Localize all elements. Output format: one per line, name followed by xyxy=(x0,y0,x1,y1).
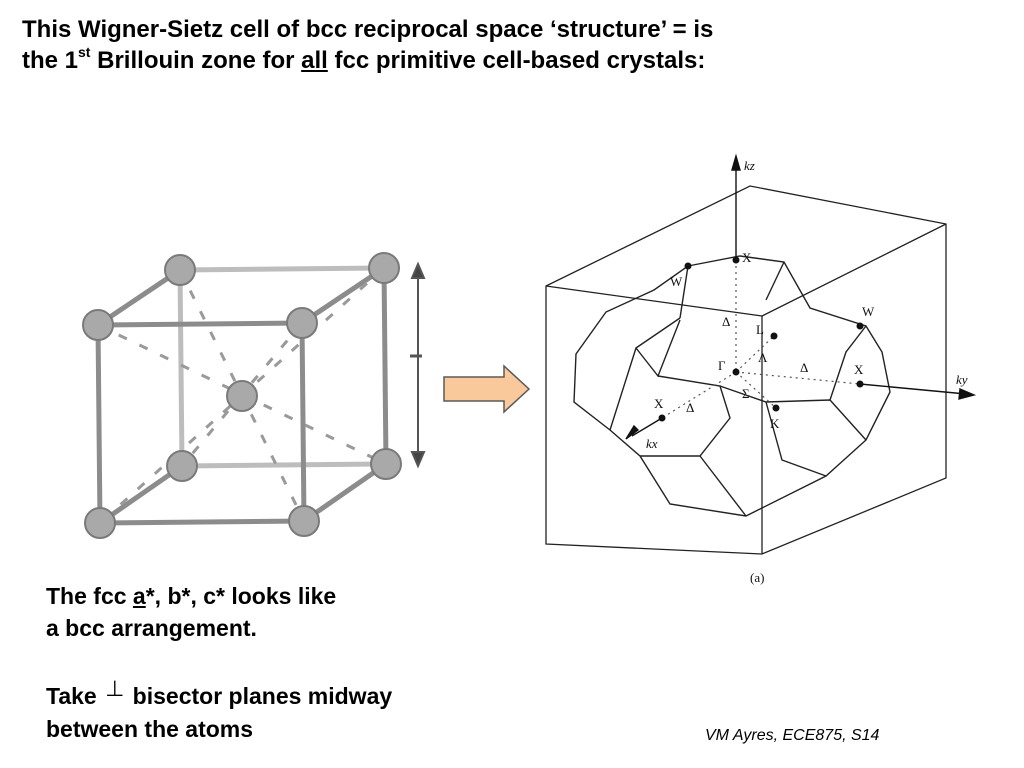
atom-front-top-right xyxy=(286,307,318,339)
caption2-line2: between the atoms xyxy=(46,716,254,742)
caption2-prefix: Take xyxy=(46,683,104,709)
caption-bisector: Take ⊥ bisector planes midway between th… xyxy=(46,676,393,745)
brillouin-zone-figure: kz ky kx X W W X X L Γ K Δ Δ Δ Λ Σ (a) xyxy=(545,153,977,585)
point-label-delta-2: Δ xyxy=(800,360,808,375)
atom-back-top-left xyxy=(164,254,196,286)
title-underlined-word: all xyxy=(301,47,328,74)
cube-back-edges xyxy=(177,265,387,469)
caption2-suffix: bisector planes midway xyxy=(126,683,393,709)
title-line-1: This Wigner-Sietz cell of bcc reciprocal… xyxy=(22,16,714,43)
atoms xyxy=(82,252,402,539)
right-block-arrow-icon xyxy=(443,364,531,414)
point-label-l: L xyxy=(756,322,764,337)
slide-title: This Wigner-Sietz cell of bcc reciprocal… xyxy=(22,14,902,76)
point-label-gamma: Γ xyxy=(718,358,726,373)
axes xyxy=(625,153,977,440)
title-line-2-mid: Brillouin zone for xyxy=(90,47,302,74)
caption1-suffix: *, b*, c* looks like xyxy=(145,583,337,609)
title-line-2-prefix: the 1 xyxy=(22,47,79,74)
point-label-x-right: X xyxy=(854,362,864,377)
kz-arrowhead-icon xyxy=(731,153,741,171)
perpendicular-symbol: ⊥ xyxy=(105,676,125,701)
atom-back-top-right xyxy=(368,252,400,284)
point-label-w-right: W xyxy=(862,304,875,319)
atom-front-top-left xyxy=(82,309,114,341)
title-superscript: st xyxy=(78,44,91,60)
point-label-w-top: W xyxy=(670,274,683,289)
ky-arrowhead-icon xyxy=(958,387,977,400)
point-label-x-top: X xyxy=(742,250,752,265)
caption1-prefix: The fcc xyxy=(46,583,133,609)
axis-label-kz: kz xyxy=(744,158,755,173)
atom-body-center xyxy=(226,380,258,412)
symmetry-points xyxy=(658,256,864,422)
point-label-sigma: Σ xyxy=(742,386,750,401)
point-label-delta-1: Δ xyxy=(722,314,730,329)
bcc-cube-figure xyxy=(82,252,426,539)
atom-back-bottom-left xyxy=(166,450,198,482)
atom-front-bottom-right xyxy=(288,505,320,537)
caption1-line2: a bcc arrangement. xyxy=(46,615,257,641)
axis-label-ky: ky xyxy=(956,372,968,387)
double-headed-vertical-arrow-icon xyxy=(410,261,426,469)
truncated-octahedron xyxy=(573,255,891,517)
axis-label-kx: kx xyxy=(646,436,658,451)
cube-front-edges xyxy=(95,265,389,526)
symmetry-lines xyxy=(661,260,861,419)
kx-arrowhead-icon xyxy=(625,424,640,440)
point-label-k: K xyxy=(770,416,780,431)
atom-back-bottom-right xyxy=(370,448,402,480)
figure-caption: (a) xyxy=(750,570,764,585)
slide-credit: VM Ayres, ECE875, S14 xyxy=(705,727,880,744)
title-line-2-suffix: fcc primitive cell-based crystals: xyxy=(327,47,706,74)
caption1-underlined: a xyxy=(132,583,146,609)
caption-fcc-bcc: The fcc a*, b*, c* looks like a bcc arra… xyxy=(46,580,336,644)
atom-front-bottom-left xyxy=(84,507,116,539)
point-label-x-front: X xyxy=(654,396,664,411)
point-label-lambda: Λ xyxy=(758,350,768,365)
enclosing-cube xyxy=(545,185,947,555)
point-label-delta-3: Δ xyxy=(686,400,694,415)
